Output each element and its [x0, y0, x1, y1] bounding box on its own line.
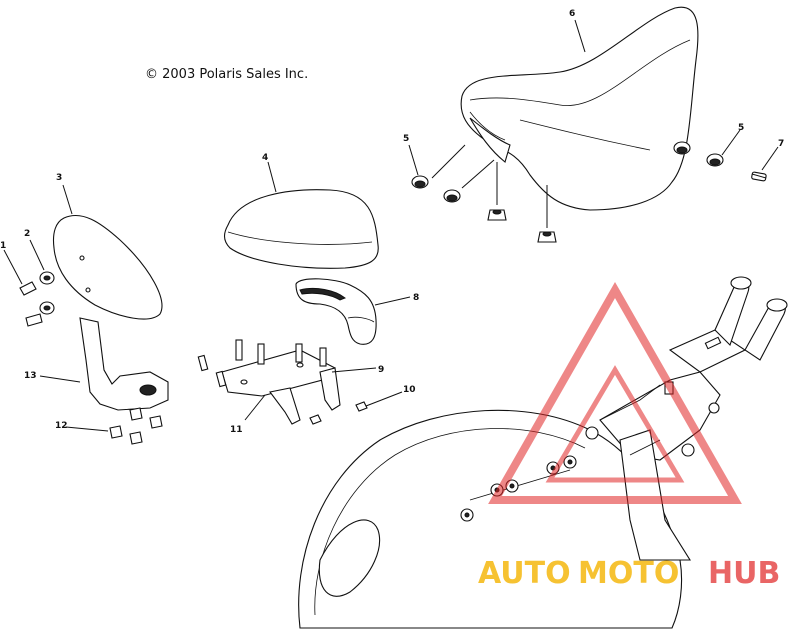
- part-8-pad-base: [295, 278, 377, 345]
- rear-fender: [298, 409, 683, 629]
- part-13-bracket: [79, 317, 169, 411]
- callout-3: 3: [56, 173, 62, 183]
- callout-10: 10: [403, 385, 416, 395]
- part-1-bolts: [19, 281, 43, 327]
- part-12-screws: [109, 407, 163, 445]
- watermark-moto: MOTO: [578, 556, 679, 591]
- fender-struts: [585, 276, 788, 561]
- callout-2: 2: [24, 229, 30, 239]
- part-10-screws: [309, 401, 368, 425]
- seat-nuts: [487, 209, 557, 243]
- callout-9: 9: [378, 365, 384, 375]
- watermark-hub: HUB: [708, 556, 780, 591]
- part-4-passenger-pad: [223, 189, 379, 269]
- callout-11: 11: [230, 425, 243, 435]
- automotohub-watermark: AUTO MOTO HUB: [478, 281, 780, 591]
- callout-12: 12: [55, 421, 68, 431]
- copyright-text: © 2003 Polaris Sales Inc.: [145, 67, 308, 82]
- callout-4: 4: [262, 153, 268, 163]
- callout-1: 1: [0, 241, 6, 251]
- callout-5-right: 5: [738, 123, 744, 133]
- part-3-backrest: [52, 214, 163, 320]
- part-6-seat: [460, 6, 699, 211]
- callout-13: 13: [24, 371, 37, 381]
- watermark-auto: AUTO: [478, 556, 571, 591]
- part-7-bolt: [751, 171, 767, 182]
- callout-8: 8: [413, 293, 419, 303]
- part-9-mounting-plate: [197, 339, 341, 425]
- callout-6: 6: [569, 9, 575, 19]
- callout-5-left: 5: [403, 134, 409, 144]
- callout-7: 7: [778, 139, 784, 149]
- part-2-washer: [39, 271, 55, 315]
- part-5-grommets: [411, 141, 724, 203]
